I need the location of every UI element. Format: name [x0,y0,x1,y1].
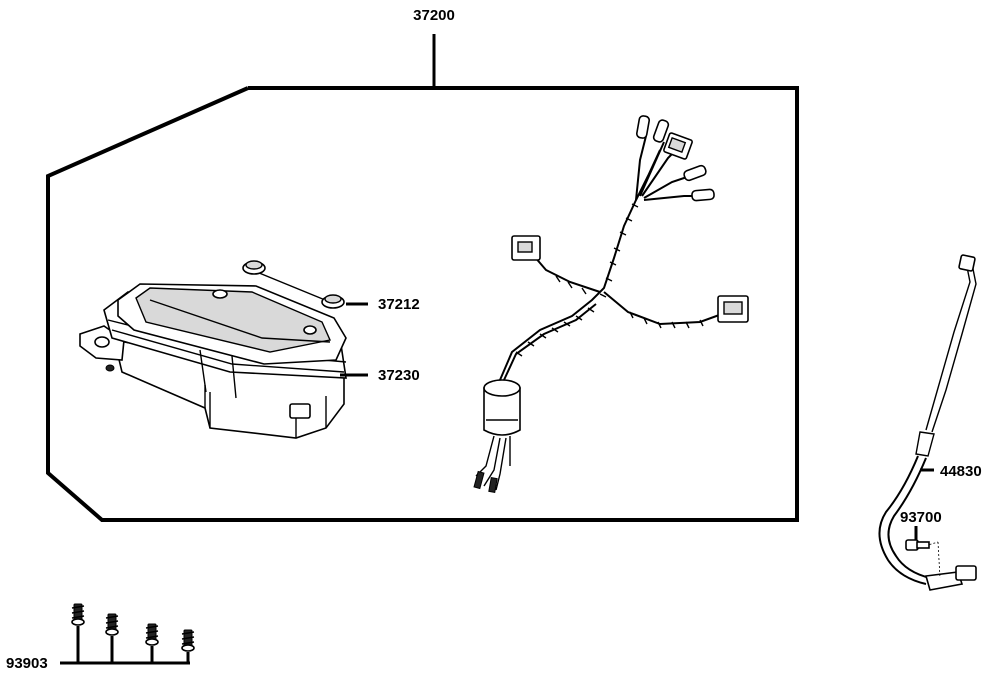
label-44830: 44830 [940,463,982,480]
label-37212: 37212 [378,296,420,313]
speedometer-cable-icon [878,254,977,591]
leader-93903 [60,626,190,665]
grommet-icon [242,260,345,309]
label-37200: 37200 [413,7,455,24]
label-93903: 93903 [6,655,48,672]
assembly-frame [46,34,799,522]
speedometer-unit-icon [79,283,347,439]
label-93700: 93700 [900,509,942,526]
label-37230: 37230 [378,367,420,384]
tapping-screw-icon [71,603,195,652]
bolt-icon [905,539,930,551]
wire-harness-icon [473,115,749,493]
